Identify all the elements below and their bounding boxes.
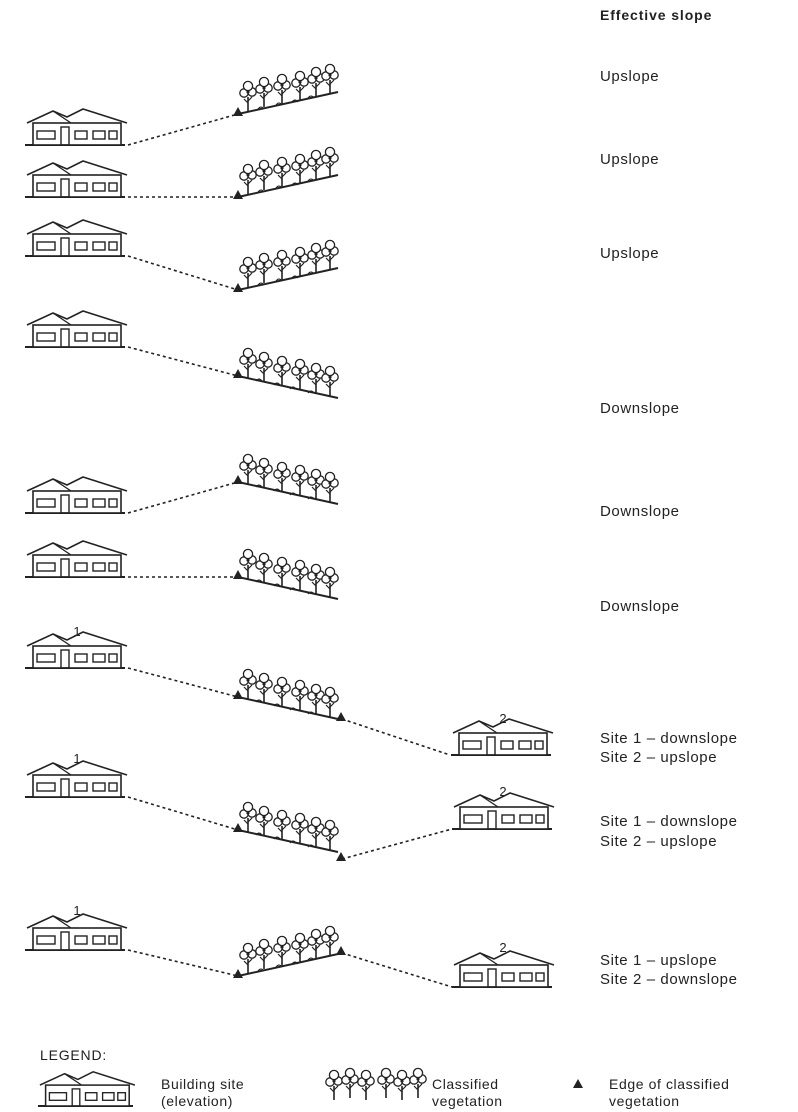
legend-building-line2: (elevation) [161,1093,233,1109]
vegetation-icon [238,802,338,852]
slope-label: Upslope [600,245,660,262]
site-number: 1 [73,751,81,766]
slope-label: Upslope [600,68,660,85]
vegetation-icon [238,147,338,197]
legend-building-line1: Building site [161,1076,245,1092]
legend-vegetation-line2: vegetation [432,1093,503,1109]
edge-of-vegetation-icon [233,570,243,579]
legend-edge-label: Edge of classified vegetation [609,1076,730,1110]
edge-of-vegetation-icon [233,823,243,832]
legend-edge-line1: Edge of classified [609,1076,730,1092]
edge-of-vegetation-icon [233,690,243,699]
edge-of-vegetation-icon [233,369,243,378]
site-number: 2 [499,940,507,955]
building-site-icon [24,108,128,146]
slope-label-site-1: Site 1 – downslope [600,813,738,830]
scenario-9-graphic [24,913,555,988]
scenario-5-graphic [24,454,338,514]
edge-of-vegetation-icon [233,283,243,292]
legend-building-icon [37,1070,136,1107]
building-site-icon [24,540,128,578]
legend-edge-line2: vegetation [609,1093,680,1109]
column-header: Effective slope [600,7,713,23]
scenario-7-graphic [24,631,554,756]
slope-label: Upslope [600,151,660,168]
vegetation-icon [238,240,338,290]
edge-of-vegetation-icon [233,969,243,978]
legend-building-label: Building site (elevation) [161,1076,244,1110]
slope-label: Downslope [600,400,680,417]
building-site-icon [451,950,555,988]
vegetation-icon [238,926,338,976]
scenario-1-graphic [24,64,338,146]
vegetation-icon [238,64,338,114]
site-number: 1 [73,903,81,918]
slope-label-site-2: Site 2 – downslope [600,971,738,988]
legend-title: LEGEND: [40,1047,108,1063]
slope-label-site-1: Site 1 – downslope [600,730,738,747]
legend-vegetation-label: Classified vegetation [432,1076,503,1110]
building-site-icon [24,913,128,951]
vegetation-icon [238,348,338,398]
vegetation-icon [238,549,338,599]
legend-edge-icon [573,1079,583,1088]
building-site-icon [24,310,128,348]
slope-label-site-2: Site 2 – upslope [600,749,718,766]
site-number: 1 [73,624,81,639]
site-number: 2 [499,711,507,726]
edge-of-vegetation-icon [233,107,243,116]
building-site-icon [24,219,128,257]
edge-of-vegetation-icon [233,190,243,199]
scenario-8-graphic [24,760,555,861]
scenario-3-graphic [24,219,338,292]
vegetation-icon [238,669,338,719]
scenario-2-graphic [24,147,338,199]
slope-label-site-2: Site 2 – upslope [600,833,718,850]
edge-of-vegetation-icon [233,475,243,484]
edge-of-vegetation-icon [336,852,346,861]
building-site-icon [24,476,128,514]
building-site-icon [24,760,128,798]
scenario-6-graphic [24,540,338,599]
legend-vegetation-line1: Classified [432,1076,499,1092]
legend-vegetation-icon [324,1067,428,1101]
building-site-icon [24,160,128,198]
slope-label: Downslope [600,598,680,615]
scenario-4-graphic [24,310,338,398]
site-number: 2 [499,784,507,799]
slope-label: Downslope [600,503,680,520]
vegetation-icon [238,454,338,504]
slope-label-site-1: Site 1 – upslope [600,952,718,969]
